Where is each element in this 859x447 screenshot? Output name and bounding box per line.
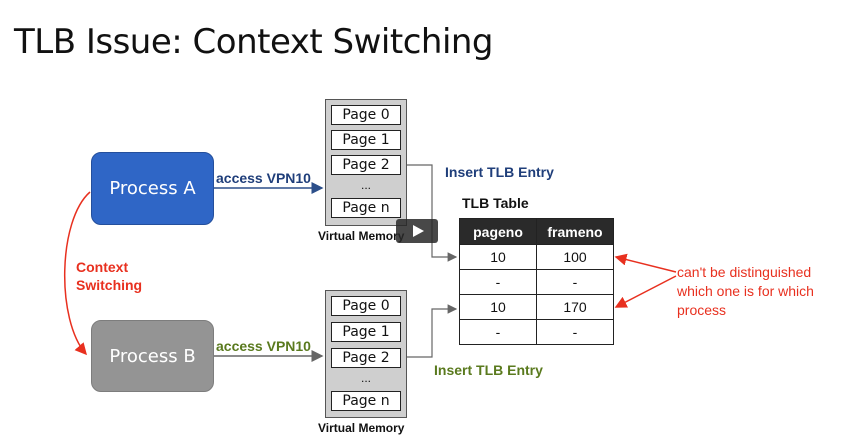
vm-a-page-0: Page 0 (331, 105, 401, 125)
virtual-memory-b: Page 0 Page 1 Page 2 ... Page n (325, 290, 407, 418)
tlb-header-pageno: pageno (459, 218, 537, 245)
tlb-cell: 10 (459, 244, 537, 270)
tlb-cell: 10 (459, 294, 537, 320)
note-arrow-lower (614, 275, 677, 308)
tlb-cell: - (459, 269, 537, 295)
insert-label-a: Insert TLB Entry (445, 164, 554, 180)
process-b-label: Process B (109, 345, 196, 367)
note-line-1: can't be distinguished (677, 264, 812, 280)
annotation-note: can't be distinguished which one is for … (677, 263, 814, 320)
vm-b-ellipsis: ... (360, 371, 371, 385)
context-switch-arrow (64, 191, 91, 356)
table-row: 10 170 (459, 294, 614, 320)
access-label-b: access VPN10 (216, 338, 311, 354)
vm-a-page-2: Page 2 (331, 155, 401, 175)
tlb-table-title: TLB Table (462, 195, 529, 211)
access-label-a: access VPN10 (216, 170, 311, 186)
vm-a-ellipsis: ... (360, 178, 371, 192)
tlb-header-frameno: frameno (536, 218, 614, 245)
vm-a-label: Virtual Memory (318, 229, 405, 243)
context-line-2: Switching (76, 277, 143, 293)
vm-b-label: Virtual Memory (318, 421, 405, 435)
tlb-table: pageno frameno 10 100 - - 10 170 - - (459, 218, 614, 345)
vm-a-page-n: Page n (331, 198, 401, 218)
context-line-1: Context (76, 259, 129, 275)
insert-connector-a (404, 164, 458, 262)
vm-b-page-2: Page 2 (331, 348, 401, 368)
slide-title: TLB Issue: Context Switching (14, 22, 494, 62)
tlb-header-row: pageno frameno (459, 218, 614, 245)
vm-a-page-1: Page 1 (331, 130, 401, 150)
play-icon[interactable] (396, 219, 438, 243)
context-switching-label: Context Switching (76, 258, 142, 294)
vm-b-page-1: Page 1 (331, 322, 401, 342)
tlb-cell: 100 (536, 244, 614, 270)
process-b-box: Process B (91, 320, 214, 392)
note-line-2: which one is for which (677, 283, 814, 299)
virtual-memory-a: Page 0 Page 1 Page 2 ... Page n (325, 99, 407, 226)
process-a-label: Process A (109, 178, 196, 199)
vm-b-page-0: Page 0 (331, 296, 401, 316)
insert-label-b: Insert TLB Entry (434, 362, 543, 378)
tlb-cell: - (536, 319, 614, 345)
tlb-cell: - (536, 269, 614, 295)
process-a-box: Process A (91, 152, 214, 225)
table-row: - - (459, 319, 614, 345)
note-line-3: process (677, 302, 727, 318)
tlb-cell: - (459, 319, 537, 345)
vm-b-page-n: Page n (331, 391, 401, 411)
tlb-cell: 170 (536, 294, 614, 320)
table-row: 10 100 (459, 244, 614, 270)
note-arrow-upper (614, 253, 677, 273)
insert-connector-b (404, 304, 458, 358)
table-row: - - (459, 269, 614, 295)
